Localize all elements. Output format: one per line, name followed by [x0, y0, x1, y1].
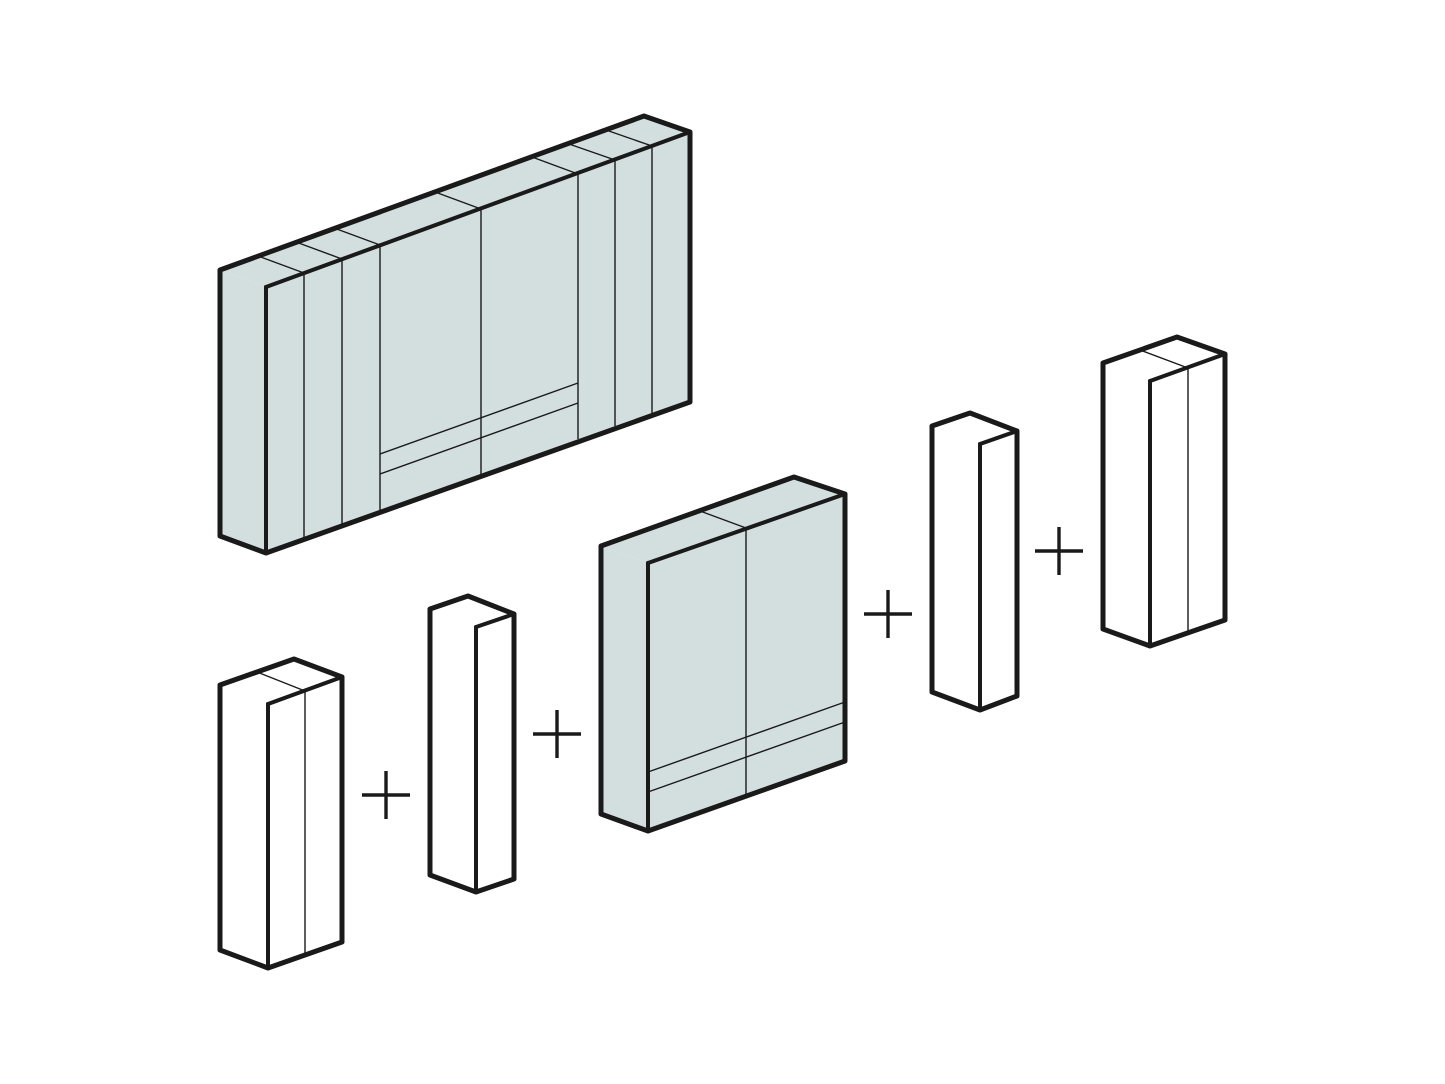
- plus-sign-4: [1035, 527, 1083, 575]
- module-3-wide-unit: [598, 474, 848, 834]
- module-2-single-column: [427, 593, 517, 895]
- assembled-top-seams: [257, 129, 653, 274]
- assembled-top-face: [220, 116, 690, 287]
- module-5-double-column: [1100, 334, 1228, 649]
- assembled-outline: [217, 113, 693, 556]
- plus-sign-1: [362, 771, 410, 819]
- assembled-wall-unit: [217, 113, 693, 556]
- module-1-double-column: [217, 656, 345, 971]
- plus-sign-3: [864, 590, 912, 638]
- assembled-side-face: [220, 270, 266, 553]
- module-4-single-column: [929, 410, 1020, 713]
- assembled-front-face: [266, 132, 690, 553]
- plus-sign-2: [533, 710, 581, 758]
- assembled-door-lines: [303, 146, 653, 539]
